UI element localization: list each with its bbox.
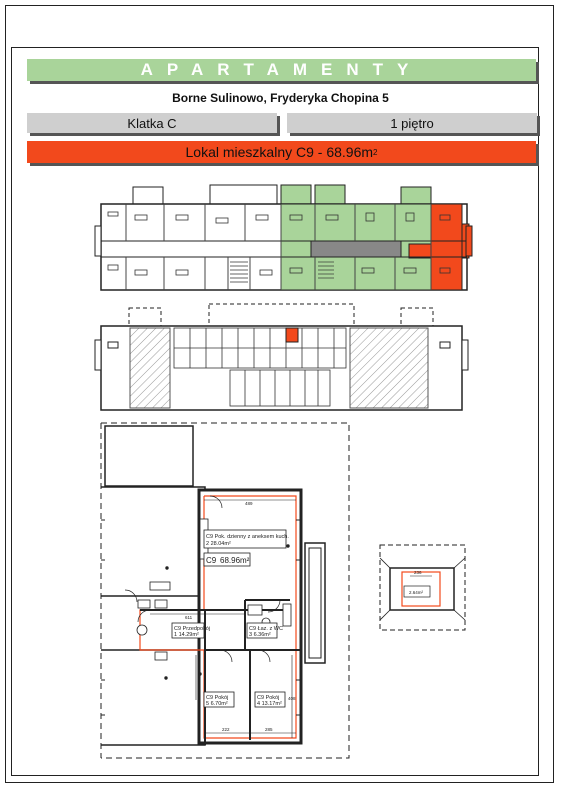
content-border — [11, 47, 539, 776]
room-5-area: 5 6.70m² — [206, 701, 228, 707]
unit-superscript: 2 — [373, 147, 378, 157]
staircase-label: Klatka C — [127, 115, 177, 131]
dim-top: 489 — [245, 501, 253, 506]
floor-badge: 1 piętro — [287, 113, 537, 133]
room-1-label: C9 Przedpokój — [174, 626, 210, 632]
building-overview-plan — [94, 184, 473, 291]
page-title: APARTAMENTY — [140, 60, 423, 79]
unit-tag: C9 — [206, 556, 217, 565]
room-3-label: C9 Łaz. z WC — [249, 626, 283, 632]
page-border — [5, 5, 554, 783]
dim-side: 408 — [288, 696, 296, 701]
building-section-plan — [94, 303, 469, 411]
dim-bot-left: 222 — [222, 727, 230, 732]
room-4-area: 4 13.17m² — [257, 701, 282, 707]
address: Borne Sulinowo, Fryderyka Chopina 5 — [172, 91, 389, 105]
apartment-detail-plan — [100, 422, 350, 759]
mini-dim: 236 — [414, 570, 422, 575]
staircase-badge: Klatka C — [27, 113, 277, 133]
room-3-area: 3 6.36m² — [249, 632, 271, 638]
stair-detail-plan — [379, 544, 466, 631]
room-4-label: C9 Pokój — [257, 695, 279, 701]
title-banner: APARTAMENTY — [27, 59, 536, 81]
floor-label: 1 piętro — [390, 115, 434, 131]
dim-bot-right: 285 — [265, 727, 273, 732]
room-1-area: 1 14.29m² — [174, 632, 199, 638]
dim-mid: 611 — [185, 615, 193, 620]
room-2-area: 2 28.04m² — [206, 541, 231, 547]
mini-area: 2.64m² — [409, 590, 424, 595]
room-5-label: C9 Pokój — [206, 695, 228, 701]
unit-area: 68.96m² — [220, 556, 250, 565]
room-2-label: C9 Pok. dzienny z aneksem kuch. — [206, 534, 289, 540]
unit-label: Lokal mieszkalny C9 - 68.96m — [185, 144, 374, 160]
